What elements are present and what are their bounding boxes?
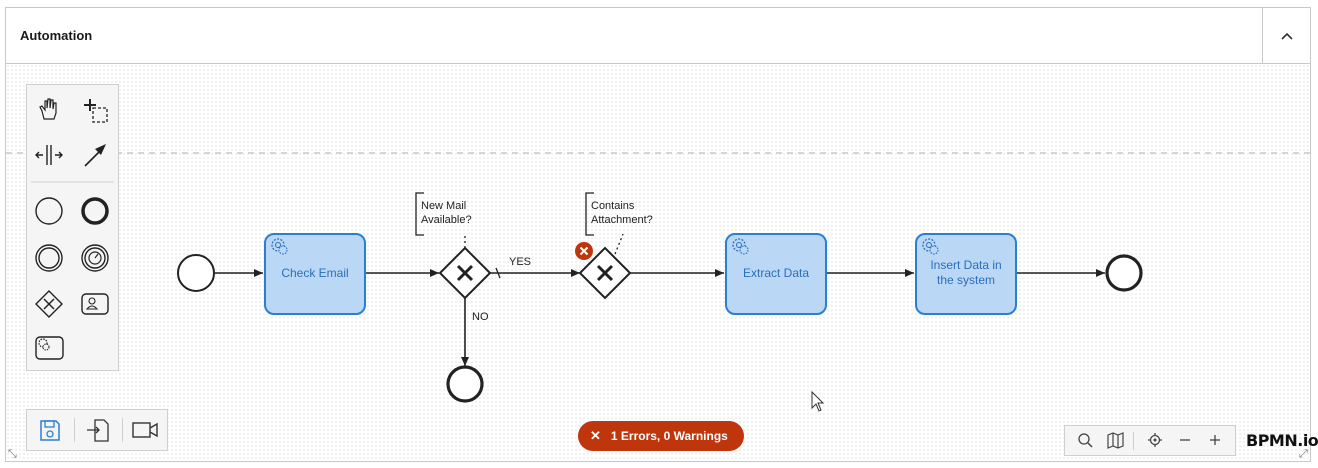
- sequence-flows: [214, 267, 1105, 366]
- gear-icon: [271, 238, 288, 255]
- deploy-icon: [87, 419, 109, 442]
- zoom-out-icon: [1180, 439, 1190, 441]
- global-connect-tool-icon[interactable]: [79, 139, 111, 171]
- minimap-button[interactable]: [1101, 426, 1129, 455]
- record-icon: [132, 422, 158, 438]
- resize-handle-icon[interactable]: ⤢: [1299, 448, 1308, 460]
- errors-warnings-badge[interactable]: ✕ 1 Errors, 0 Warnings: [578, 421, 744, 451]
- task-label: Extract Data: [742, 266, 810, 280]
- collapse-button[interactable]: [1262, 8, 1310, 63]
- zoom-in-icon: [1210, 435, 1220, 445]
- gateway-contains-attachment[interactable]: [578, 246, 632, 300]
- reset-view-button[interactable]: [1141, 426, 1169, 455]
- start-event-icon[interactable]: [33, 195, 65, 227]
- bottom-toolbar: [26, 409, 168, 451]
- annotation-line: Contains: [591, 200, 635, 212]
- end-event-icon[interactable]: [79, 195, 111, 227]
- service-task-icon[interactable]: [33, 332, 65, 364]
- error-marker-icon[interactable]: [575, 242, 593, 260]
- task-label: Insert Data in the system: [930, 258, 1002, 287]
- bpmn-io-logo[interactable]: BPMN.io: [1246, 431, 1318, 450]
- map-icon: [1107, 432, 1124, 449]
- search-icon: [1078, 433, 1093, 448]
- annotation-contains-attachment[interactable]: [6, 64, 624, 255]
- lasso-tool-icon[interactable]: [79, 94, 111, 126]
- chevron-up-icon: [1281, 32, 1293, 40]
- default-flow-marker: [495, 267, 501, 279]
- bpmn-canvas[interactable]: Check Email Extract Data Insert Data in …: [6, 64, 1318, 461]
- zoom-toolbar: [1064, 425, 1236, 456]
- edge-label-no: NO: [472, 311, 489, 323]
- task-insert-data[interactable]: [915, 233, 1017, 315]
- automation-panel: Automation: [5, 7, 1318, 462]
- edge-label-yes: YES: [509, 256, 532, 268]
- bpmn-diagram: [6, 64, 1310, 412]
- hand-tool-icon[interactable]: [33, 94, 65, 126]
- annotation-line: New Mail: [421, 200, 467, 212]
- task-label: Check Email: [281, 266, 349, 280]
- locate-icon: [1148, 433, 1162, 447]
- start-event[interactable]: [177, 254, 215, 292]
- end-event-no[interactable]: [446, 365, 484, 403]
- zoom-in-button[interactable]: [1201, 426, 1229, 455]
- gateway-new-mail[interactable]: [438, 246, 492, 300]
- annotation-text: Contains Attachment?: [591, 199, 653, 227]
- toolbar-separator: [74, 418, 75, 442]
- errors-text: 1 Errors, 0 Warnings: [610, 429, 728, 443]
- space-tool-icon[interactable]: [33, 139, 65, 171]
- annotation-text: New Mail Available?: [421, 199, 472, 227]
- gear-icon: [732, 238, 749, 255]
- zoom-separator: [1133, 432, 1134, 450]
- toolbar-separator: [122, 418, 123, 442]
- gateway-icon[interactable]: [33, 288, 65, 320]
- panel-header: Automation: [6, 8, 1310, 64]
- intermediate-event-icon[interactable]: [33, 242, 65, 274]
- task-check-email[interactable]: [264, 233, 366, 315]
- palette-graphics: [31, 181, 114, 183]
- close-icon: ✕: [590, 428, 601, 443]
- task-extract-data[interactable]: [725, 233, 827, 315]
- annotation-line: Attachment?: [591, 214, 653, 226]
- mouse-cursor-icon: [811, 390, 825, 412]
- search-button[interactable]: [1071, 426, 1099, 455]
- annotation-line: Available?: [421, 214, 472, 226]
- gear-icon: [922, 238, 939, 255]
- timer-event-icon[interactable]: [79, 242, 111, 274]
- annotation-new-mail[interactable]: [415, 192, 466, 248]
- record-button[interactable]: [123, 410, 169, 450]
- save-button[interactable]: [27, 410, 73, 450]
- save-icon: [40, 420, 60, 441]
- end-event[interactable]: [1105, 254, 1143, 292]
- user-task-icon[interactable]: [79, 288, 111, 320]
- deploy-button[interactable]: [75, 410, 121, 450]
- tool-palette: [26, 84, 119, 371]
- resize-handle-icon[interactable]: ⤡: [8, 448, 17, 460]
- zoom-out-button[interactable]: [1171, 426, 1199, 455]
- panel-title: Automation: [20, 28, 93, 43]
